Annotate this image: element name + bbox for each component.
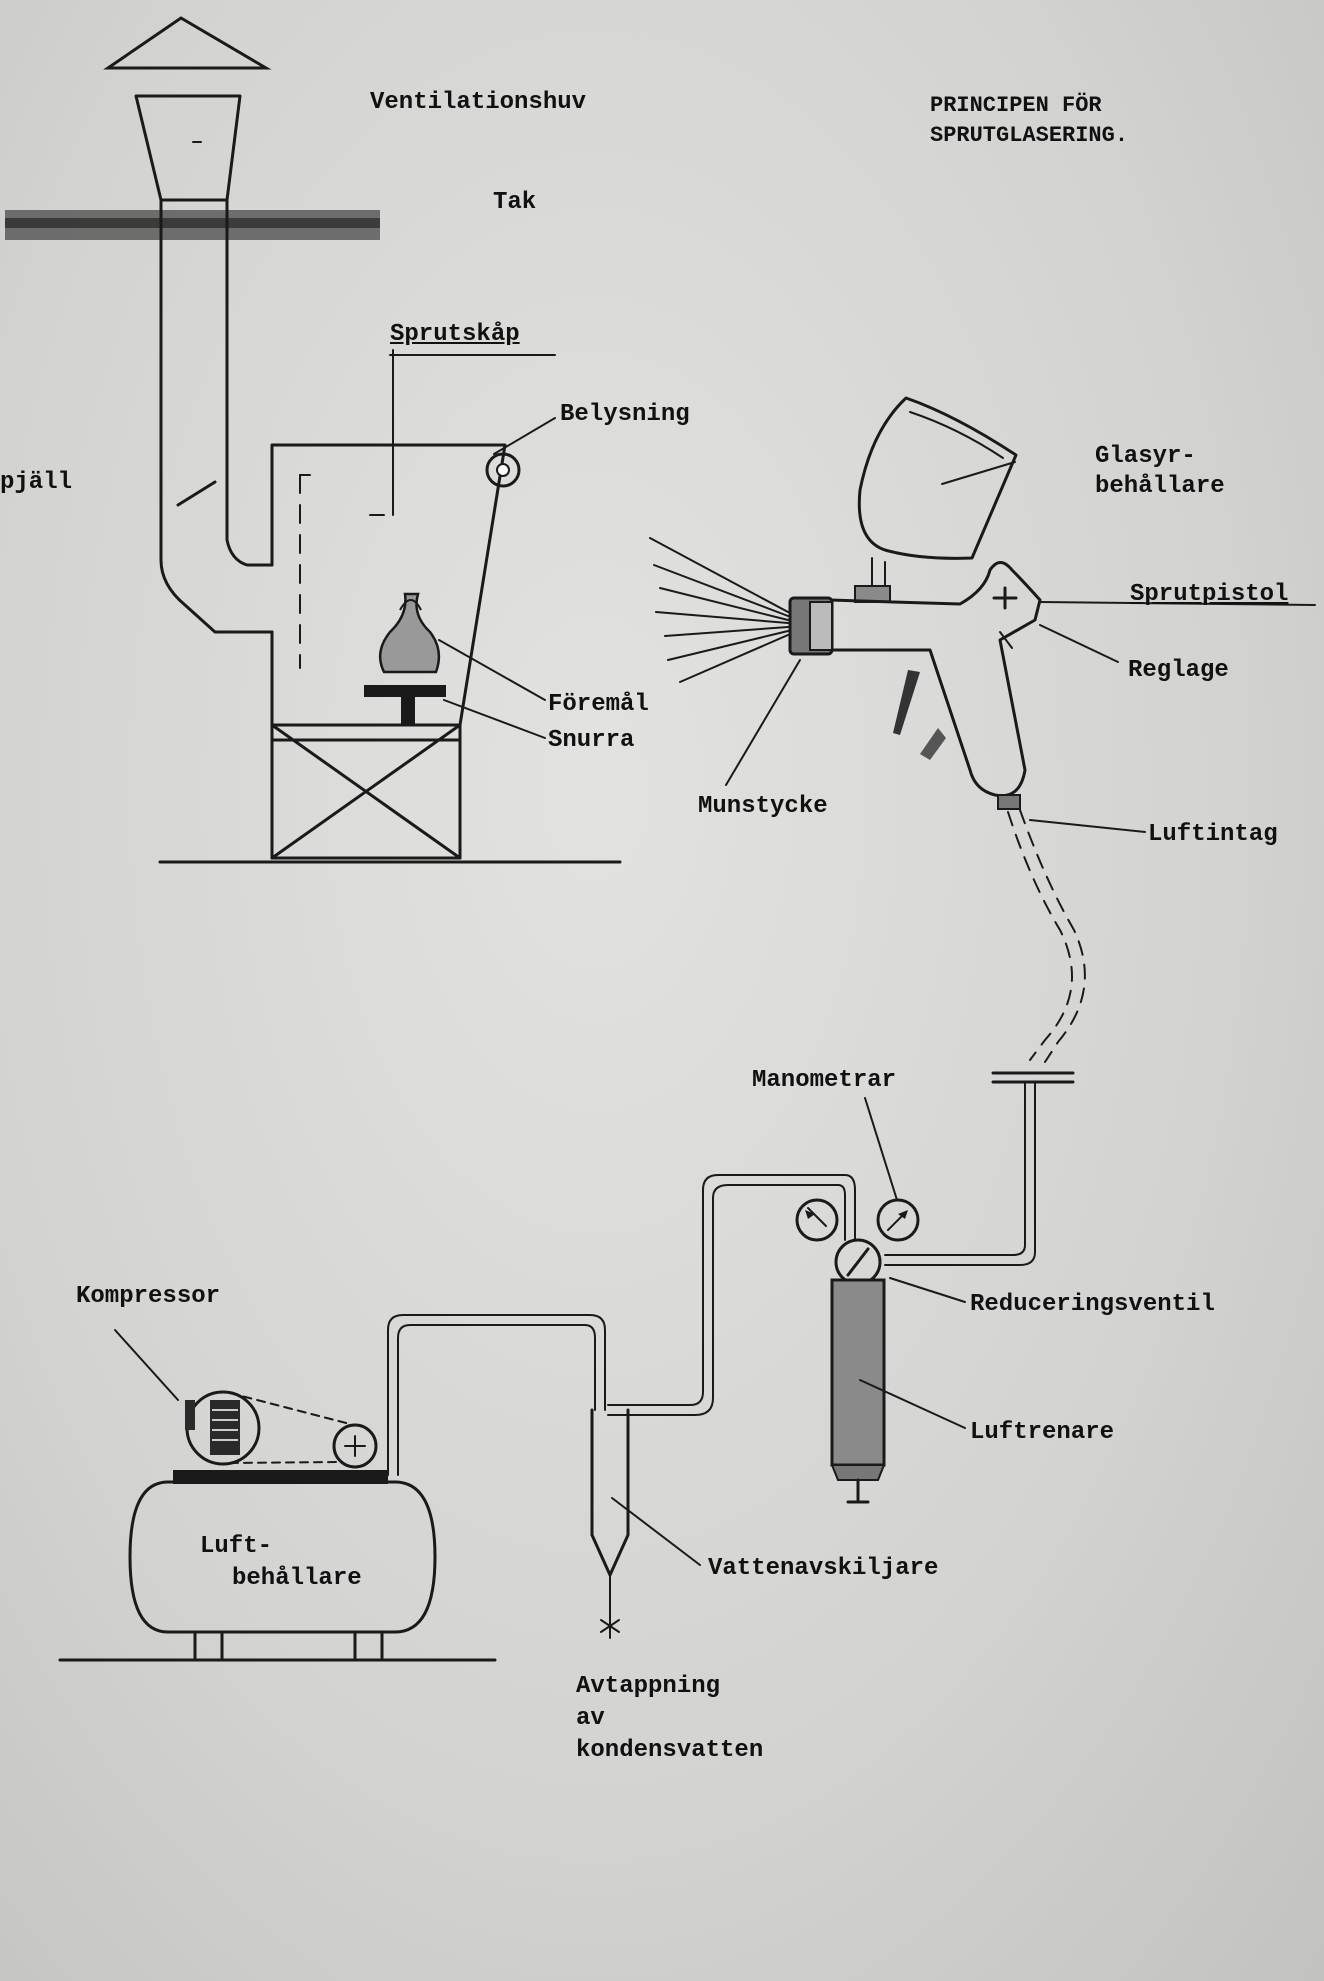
air-hose bbox=[884, 809, 1086, 1266]
booth-lamp bbox=[485, 417, 556, 488]
label-avtappning-line-2: av bbox=[576, 1705, 605, 1732]
air-filter bbox=[830, 1278, 966, 1504]
water-separator bbox=[590, 1408, 701, 1639]
label-snurra: Snurra bbox=[548, 727, 635, 754]
label-glasyr-line-1: Glasyr- bbox=[1095, 443, 1196, 470]
label-kompressor: Kompressor bbox=[76, 1283, 221, 1310]
turntable bbox=[364, 639, 546, 739]
pipe-from-compressor bbox=[387, 1314, 606, 1476]
label-luftintag: Luftintag bbox=[1148, 821, 1278, 848]
label-luftbehallare-line-2: behållare bbox=[232, 1565, 362, 1592]
diagram-title-line-2: SPRUTGLASERING. bbox=[930, 123, 1129, 148]
diagram-title-line-1: PRINCIPEN FÖR bbox=[930, 93, 1102, 118]
glaze-cup bbox=[854, 396, 1018, 603]
ventilation-hood bbox=[103, 16, 272, 202]
spray-jet bbox=[649, 537, 789, 683]
label-vattenavskiljare: Vattenavskiljare bbox=[708, 1555, 939, 1582]
compressor-unit bbox=[114, 1329, 388, 1484]
label-manometrar: Manometrar bbox=[752, 1067, 897, 1094]
label-reglage: Reglage bbox=[1128, 657, 1229, 684]
air-tank bbox=[58, 1480, 497, 1662]
label-sprutpistol: Sprutpistol bbox=[1130, 581, 1289, 608]
label-glasyr-line-2: behållare bbox=[1095, 473, 1225, 500]
work-object bbox=[378, 592, 441, 674]
label-luftrenare: Luftrenare bbox=[970, 1419, 1115, 1446]
pipe-to-filter bbox=[607, 1174, 856, 1416]
label-foremal: Föremål bbox=[548, 691, 649, 718]
label-sprutskap: Sprutskåp bbox=[390, 321, 520, 348]
label-belysning: Belysning bbox=[560, 401, 690, 428]
booth-stand bbox=[158, 723, 622, 864]
spray-booth bbox=[270, 349, 556, 727]
label-munstycke: Munstycke bbox=[698, 793, 828, 820]
label-spjall: pjäll bbox=[0, 469, 73, 496]
label-luftbehallare-line-1: Luft- bbox=[200, 1533, 273, 1560]
label-ventilationshuv: Ventilationshuv bbox=[370, 89, 587, 116]
roof bbox=[5, 210, 380, 240]
label-avtappning-line-1: Avtappning bbox=[576, 1673, 721, 1700]
exhaust-duct bbox=[159, 198, 274, 634]
label-reduceringsventil: Reduceringsventil bbox=[970, 1291, 1215, 1318]
gauges bbox=[795, 1097, 920, 1242]
spray-gun-body bbox=[788, 561, 1042, 810]
label-avtappning-line-3: kondensvatten bbox=[576, 1737, 764, 1764]
gun-leader-lines bbox=[725, 601, 1316, 833]
label-tak: Tak bbox=[493, 189, 537, 216]
